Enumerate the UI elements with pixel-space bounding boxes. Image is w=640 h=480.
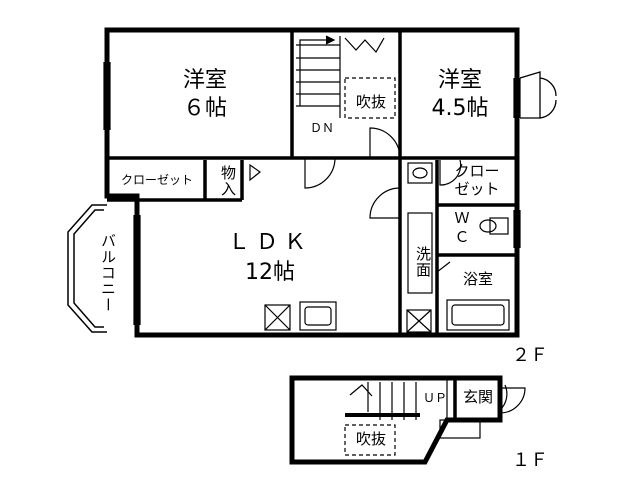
stair-up-label: ＵＰ: [422, 391, 447, 405]
ldk-size: 12帖: [245, 260, 295, 285]
second-floor-outer-wall: [104, 27, 520, 338]
balcony-outline: [67, 204, 107, 333]
stair-down-label: ＤＮ: [309, 121, 334, 135]
entrance-label: 玄関: [462, 388, 493, 406]
void-label-2f: 吹抜: [355, 93, 386, 111]
closet-left-label: クローゼット: [120, 173, 193, 187]
western-room-6-name: 洋室: [182, 68, 227, 93]
fridge-box: [264, 304, 291, 331]
closet-right-label-1: クロー: [454, 162, 500, 180]
washbasin: [407, 162, 433, 184]
western-room-6-size: ６帖: [182, 96, 227, 121]
western-room-45-size: 4.5帖: [431, 96, 489, 121]
wc-label-w: Ｗ: [454, 209, 470, 227]
ldk-name: ＬＤＫ: [227, 230, 312, 255]
wash-machine-box: [406, 309, 432, 333]
storage-label: 物入: [219, 165, 237, 197]
second-floor-label: ２Ｆ: [512, 345, 548, 366]
void-label-1f: 吹抜: [355, 430, 386, 448]
closet-right-label-2: ゼット: [454, 180, 500, 198]
wc-label-c: Ｃ: [454, 228, 470, 246]
kitchen-sink: [299, 301, 337, 331]
balcony-label: バルコニー: [99, 233, 117, 313]
washroom-label: 洗面: [414, 246, 432, 278]
first-floor-label: １Ｆ: [512, 450, 548, 471]
toilet: [489, 217, 509, 235]
western-room-45-name: 洋室: [437, 68, 482, 93]
bathroom-label: 浴室: [462, 270, 493, 288]
bathtub: [446, 299, 510, 331]
